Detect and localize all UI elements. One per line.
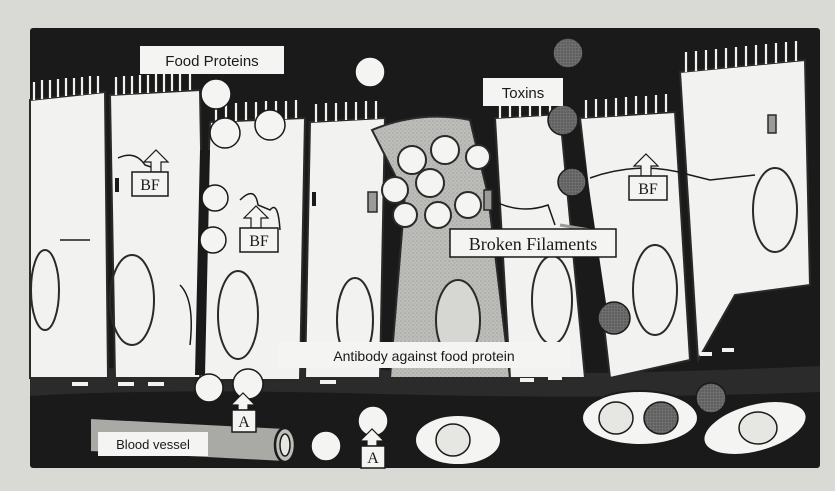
- food-protein-particle: [233, 369, 263, 399]
- food-protein-particle: [195, 374, 223, 402]
- bf-label: BF: [140, 177, 160, 194]
- toxins-label: Toxins: [502, 85, 545, 102]
- junction-mark: [312, 192, 316, 206]
- food-protein-particle: [200, 227, 226, 253]
- food-proteins-label-box: Food Proteins: [140, 46, 284, 74]
- food-protein-particle: [201, 79, 231, 109]
- broken-filaments-label: Broken Filaments: [469, 234, 598, 254]
- bf-marker: BF: [629, 176, 667, 200]
- food-protein-particle: [210, 118, 240, 148]
- junction-mark: [115, 178, 119, 192]
- a-label: A: [367, 450, 379, 467]
- food-protein-particle: [311, 431, 341, 461]
- toxin-particle: [553, 38, 583, 68]
- antibody-label-box: Antibody against food protein: [278, 342, 570, 368]
- toxins-label-box: Toxins: [483, 78, 563, 106]
- toxin-particle: [548, 105, 578, 135]
- food-protein-particle: [255, 110, 285, 140]
- food-protein-particle: [202, 185, 228, 211]
- blood-vessel-label-box: Blood vessel: [98, 432, 208, 456]
- antibody-marker: A: [361, 446, 385, 468]
- a-label: A: [238, 414, 250, 431]
- blood-vessel-label: Blood vessel: [116, 437, 190, 452]
- food-proteins-label: Food Proteins: [165, 53, 258, 70]
- antibody-label: Antibody against food protein: [333, 348, 514, 364]
- toxin-particle: [696, 383, 726, 413]
- toxin-particle: [558, 168, 586, 196]
- bf-label: BF: [249, 233, 269, 250]
- bf-marker: BF: [132, 172, 168, 196]
- bf-marker: BF: [240, 228, 278, 252]
- toxin-particle: [598, 302, 630, 334]
- epithelial-cell-1: [30, 92, 108, 378]
- epithelial-cell-4: [305, 118, 385, 378]
- bf-label: BF: [638, 181, 658, 198]
- food-protein-particle: [355, 57, 385, 87]
- broken-filaments-label-box: Broken Filaments: [450, 229, 616, 257]
- antibody-marker: A: [232, 410, 256, 432]
